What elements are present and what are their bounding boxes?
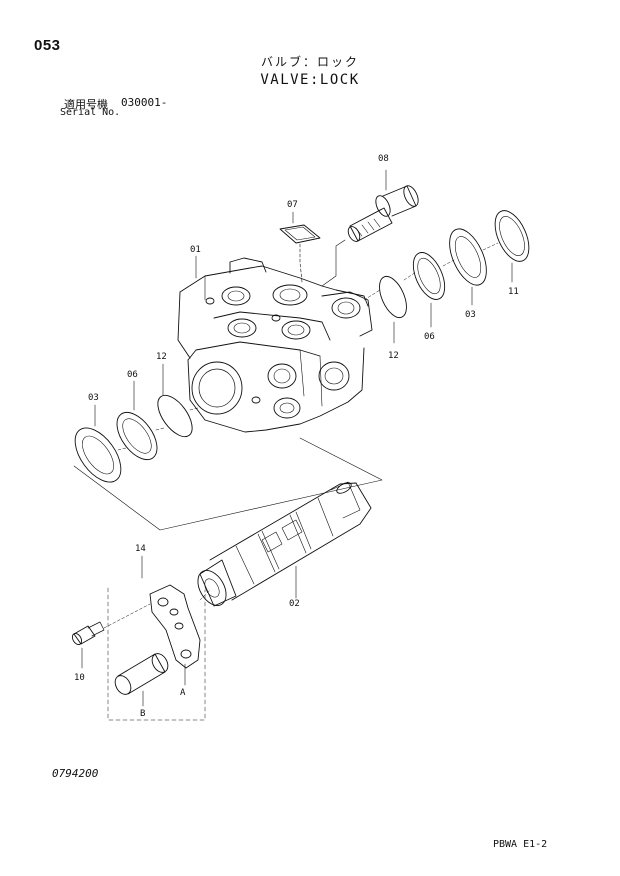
callout-06-right: 06 (424, 332, 435, 342)
callout-07: 07 (287, 200, 298, 210)
snap-ring-11 (494, 210, 530, 262)
callout-12-right: 12 (388, 351, 399, 361)
callout-12-left: 12 (156, 352, 167, 362)
callout-06-left: 06 (127, 370, 138, 380)
callout-03-left: 03 (88, 393, 99, 403)
title-japanese: バルブ：ロック (260, 55, 359, 69)
title-english: VALVE:LOCK (260, 72, 360, 88)
callout-14: 14 (135, 544, 146, 554)
callout-02: 02 (289, 599, 300, 609)
screw-10 (71, 621, 105, 646)
callout-01: 01 (190, 245, 201, 255)
callout-B: B (140, 709, 145, 719)
page-number: 053 (34, 37, 61, 54)
drawing-number: 0794200 (52, 767, 99, 780)
bolt-08 (347, 185, 419, 242)
seal-ring-03-right (449, 228, 487, 286)
callout-03-right: 03 (465, 310, 476, 320)
serial-label-japanese: 適用号機 (64, 99, 108, 111)
callout-11: 11 (508, 287, 519, 297)
o-ring-12-right (379, 275, 407, 319)
callout-10: 10 (74, 673, 85, 683)
seal-ring-03-left (74, 427, 122, 483)
spool-02 (197, 481, 372, 607)
plate-07 (279, 224, 321, 244)
o-ring-12-left (157, 394, 193, 438)
serial-value: 030001- (121, 96, 168, 109)
valve-body-01 (177, 257, 373, 433)
callout-08: 08 (378, 154, 389, 164)
serial-label-english: Serial No. (60, 107, 121, 118)
backup-ring-06-left (116, 411, 158, 461)
sheet-reference: PBWA E1-2 (493, 839, 548, 850)
lever-plate-A (149, 584, 201, 669)
pin-B (114, 653, 169, 695)
backup-ring-06-right (412, 252, 446, 300)
callout-A: A (180, 688, 186, 698)
